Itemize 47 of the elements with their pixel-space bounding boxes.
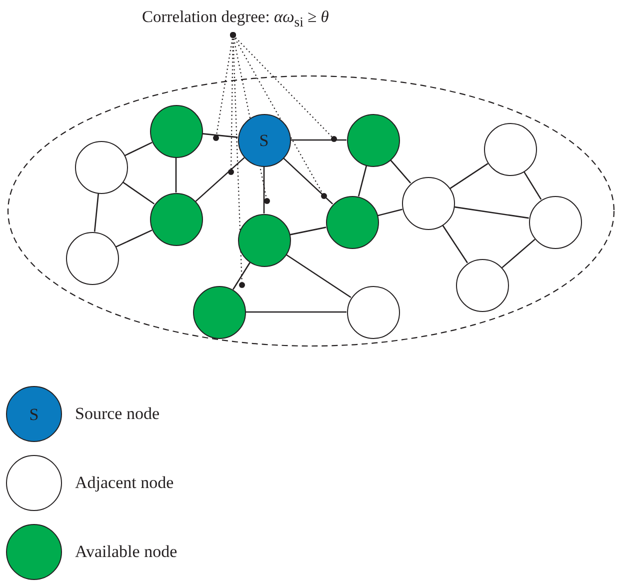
- edge-line: [122, 182, 155, 204]
- edge-line: [523, 171, 542, 200]
- edge-line: [263, 166, 265, 214]
- adjacent-node: [346, 286, 400, 338]
- leader-dot: [321, 193, 327, 199]
- available-node: [150, 192, 202, 246]
- edge-line: [286, 254, 352, 298]
- source-node: [238, 114, 290, 166]
- adjacent-node: [484, 122, 536, 176]
- legend-symbol: S: [29, 406, 39, 422]
- correlation-label: Correlation degree: αω$_{si}$ ≥ θ: [142, 7, 329, 30]
- node-label: S: [259, 132, 269, 148]
- leader-dot: [264, 198, 270, 204]
- edge-line: [232, 262, 250, 290]
- edge-line: [290, 139, 346, 141]
- edge-line: [116, 230, 152, 248]
- edge-line: [202, 133, 238, 138]
- edge-line: [94, 193, 100, 232]
- edge-line: [450, 163, 488, 189]
- dashed-ellipse: [7, 75, 615, 347]
- edge-line: [502, 238, 536, 268]
- edge-line: [175, 158, 177, 192]
- legend-label: Source node: [75, 404, 160, 424]
- legend-label: Adjacent node: [75, 473, 174, 493]
- edge-line: [246, 311, 346, 313]
- leader-line: [230, 32, 242, 282]
- adjacent-node: [402, 176, 454, 230]
- edge-line: [195, 157, 245, 202]
- legend-label: Available node: [75, 542, 178, 562]
- adjacent-node: [528, 196, 582, 248]
- available-node: [192, 286, 246, 338]
- edge-line: [124, 142, 152, 156]
- leader-dot: [213, 135, 219, 141]
- edge-line: [442, 224, 468, 264]
- leader-dot: [239, 282, 245, 288]
- edge-line: [290, 226, 326, 236]
- available-node: [238, 214, 290, 266]
- edge-line: [378, 208, 402, 216]
- available-node: [150, 104, 202, 158]
- edge-line: [390, 160, 412, 184]
- edge-line: [282, 158, 334, 204]
- leader-dot: [331, 136, 337, 142]
- leader-dot: [228, 169, 234, 175]
- available-node: [326, 196, 378, 248]
- adjacent-node: [456, 258, 508, 312]
- edge-line: [454, 206, 529, 219]
- edge-line: [358, 166, 368, 196]
